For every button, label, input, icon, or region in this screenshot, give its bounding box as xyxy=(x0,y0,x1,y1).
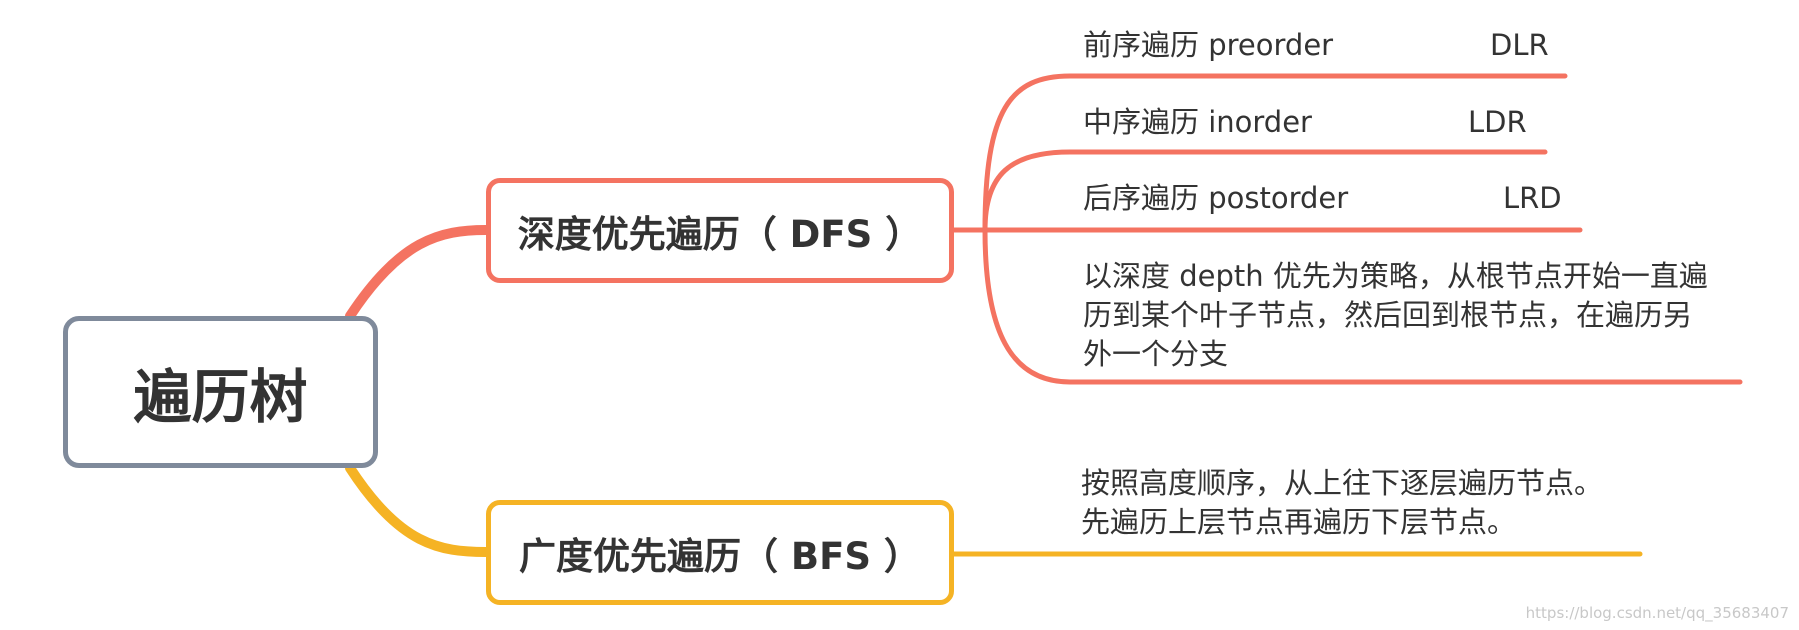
dfs-description-line: 历到某个叶子节点，然后回到根节点，在遍历另 xyxy=(1083,298,1693,332)
dfs-description[interactable]: 以深度 depth 优先为策略，从根节点开始一直遍 历到某个叶子节点，然后回到根… xyxy=(1083,257,1708,374)
watermark: https://blog.csdn.net/qq_35683407 xyxy=(1525,604,1789,622)
preorder-code: DLR xyxy=(1490,28,1549,62)
branch-preorder xyxy=(982,73,1568,233)
root-node[interactable]: 遍历树 xyxy=(63,316,378,468)
branch-inorder xyxy=(982,149,1548,233)
dfs-description-line: 以深度 depth 优先为策略，从根节点开始一直遍 xyxy=(1083,259,1708,293)
postorder-label[interactable]: 后序遍历 postorder xyxy=(1083,181,1349,215)
inorder-label[interactable]: 中序遍历 inorder xyxy=(1083,105,1312,139)
branch-description xyxy=(982,227,1743,385)
postorder-code: LRD xyxy=(1503,181,1562,215)
root-label: 遍历树 xyxy=(133,363,308,431)
dfs-description-line: 外一个分支 xyxy=(1083,337,1229,371)
bfs-description-line: 按照高度顺序，从上往下逐层遍历节点。 xyxy=(1081,466,1604,500)
dfs-label: 深度优先遍历（ DFS ） xyxy=(517,212,923,256)
dfs-branches xyxy=(951,73,1743,385)
preorder-label[interactable]: 前序遍历 preorder xyxy=(1083,28,1334,62)
dfs-node[interactable]: 深度优先遍历（ DFS ） xyxy=(486,178,954,283)
root-bfs-connector xyxy=(345,463,491,557)
bfs-node[interactable]: 广度优先遍历（ BFS ） xyxy=(486,500,954,605)
inorder-code: LDR xyxy=(1468,105,1527,139)
bfs-description[interactable]: 按照高度顺序，从上往下逐层遍历节点。 先遍历上层节点再遍历下层节点。 xyxy=(1081,464,1603,542)
root-dfs-connector xyxy=(345,225,491,321)
bfs-description-line: 先遍历上层节点再遍历下层节点。 xyxy=(1081,505,1517,539)
bfs-label: 广度优先遍历（ BFS ） xyxy=(519,534,921,578)
